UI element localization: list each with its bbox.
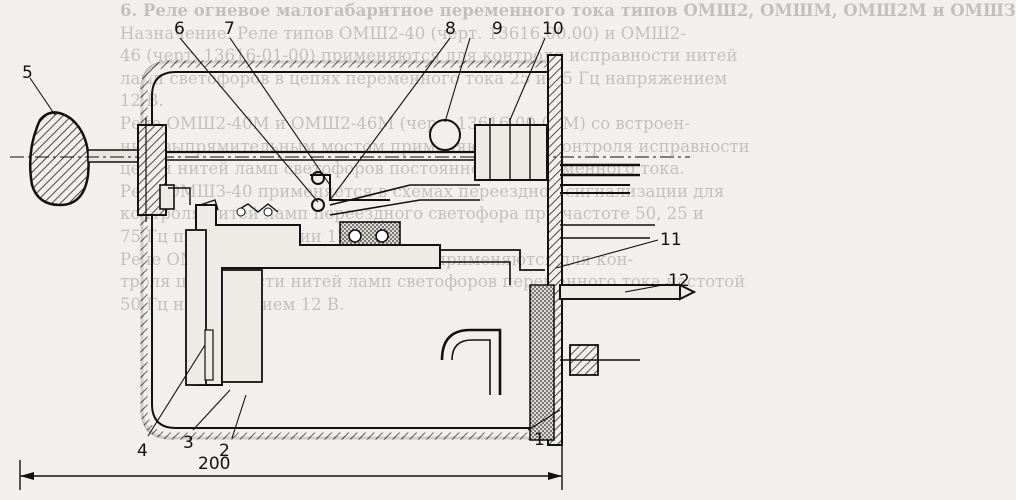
callout-1: 1 (534, 430, 545, 450)
callout-12: 12 (668, 271, 690, 291)
housing-hatching (140, 60, 552, 440)
wire-loop-lower (440, 328, 502, 395)
coil-core (195, 204, 441, 386)
callout-6: 6 (174, 19, 185, 39)
callout-11: 11 (660, 230, 682, 250)
background-heading: 6. Реле огневое малогабаритное переменно… (120, 1, 1016, 20)
callout-7: 7 (224, 19, 235, 39)
callout-9: 9 (492, 19, 503, 39)
armature-arm (310, 174, 390, 201)
knob (28, 111, 90, 207)
coil-winding-3 (221, 269, 263, 383)
rectifier-component-9 (429, 119, 461, 151)
callout-5: 5 (22, 63, 33, 83)
callout-4: 4 (137, 441, 148, 461)
wire-lead (440, 249, 545, 271)
housing-inner-wall (151, 71, 548, 429)
contact-springs (329, 184, 480, 216)
terminal-pin-12 (559, 284, 681, 300)
dimension-line (19, 440, 563, 490)
callout-2: 2 (219, 441, 230, 461)
callout-3: 3 (183, 433, 194, 453)
callout-10: 10 (542, 19, 564, 39)
dimension-value: 200 (198, 454, 230, 474)
coil-leg-4 (185, 229, 207, 386)
relay-drawing: 1 2 3 4 5 6 7 8 9 10 11 12 200 (10, 19, 697, 490)
background-paragraph-line: Реле ОМШЗ-40 применяется в схемах переез… (120, 181, 725, 201)
callout-8: 8 (445, 19, 456, 39)
base-compound-block (529, 284, 555, 441)
background-paragraph-line: ламп светофоров в цепях переменного тока… (120, 68, 728, 88)
background-paragraph-line: 46 (черт. 13616-01-00) применяются для к… (120, 46, 738, 66)
pivot-circle (311, 171, 325, 185)
terminal-block-10 (474, 124, 548, 181)
leader-lines (29, 37, 669, 439)
shaft-clamp (159, 184, 175, 210)
